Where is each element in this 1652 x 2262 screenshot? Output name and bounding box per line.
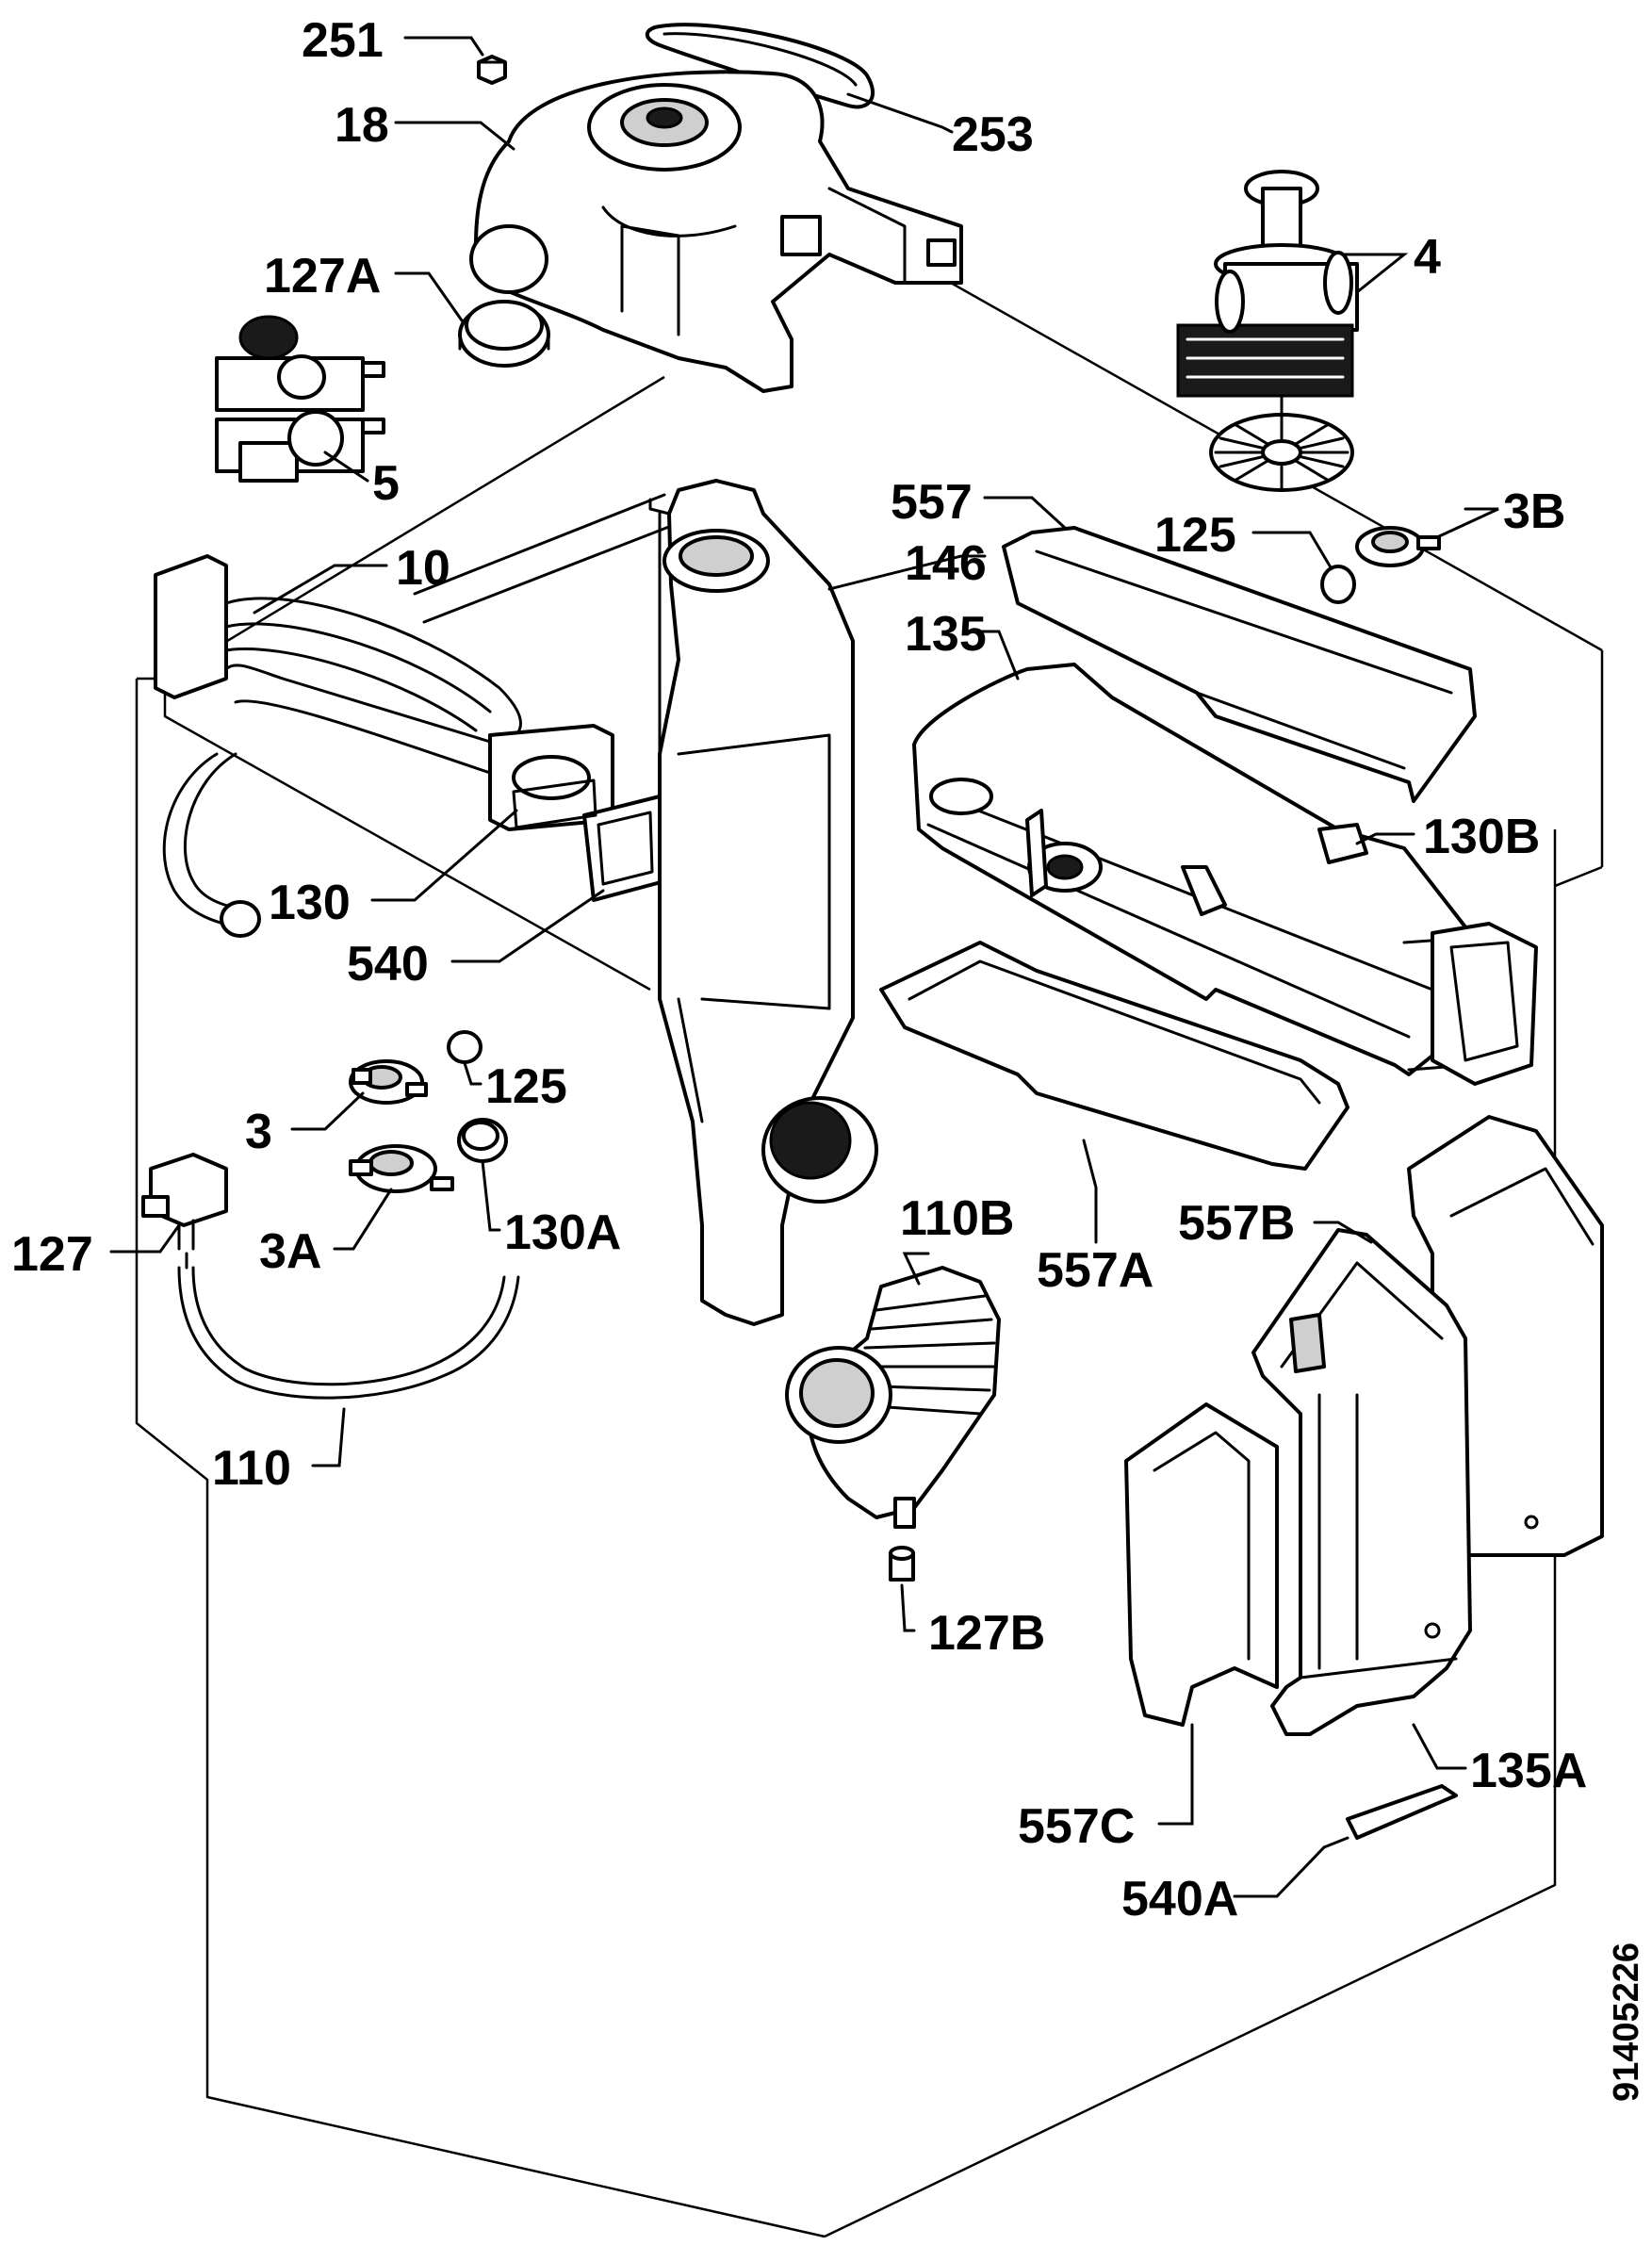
- callout-130B: 130B: [1423, 810, 1540, 864]
- callout-125-mid: 125: [485, 1059, 567, 1114]
- part-110-hose: [177, 1266, 520, 1400]
- part-125-oring-mid: [447, 1030, 483, 1064]
- callout-3B: 3B: [1503, 484, 1565, 539]
- part-557-gasket: [1002, 526, 1477, 803]
- callout-127A: 127A: [264, 249, 381, 303]
- part-4-pump-motor: [1176, 170, 1359, 492]
- part-3B-thermostat: [1355, 526, 1441, 567]
- callout-557B: 557B: [1178, 1196, 1295, 1251]
- callout-135: 135: [905, 607, 987, 662]
- part-540A-gasket: [1322, 1784, 1458, 1849]
- callout-253: 253: [952, 107, 1034, 162]
- callout-5: 5: [372, 456, 400, 511]
- part-557C-gasket: [1124, 1402, 1279, 1727]
- part-146-central-duct: [648, 479, 878, 1326]
- part-130A-grommet: [457, 1118, 508, 1163]
- part-253-belt: [645, 23, 875, 109]
- part-251-nut: [477, 55, 507, 85]
- part-130-gasket: [512, 779, 597, 829]
- part-125-oring-top: [1320, 565, 1356, 604]
- leader-lines: [109, 36, 1499, 1898]
- callout-540A: 540A: [1121, 1872, 1238, 1926]
- callout-557A: 557A: [1037, 1243, 1153, 1298]
- part-127-level-switch: [141, 1153, 228, 1270]
- part-18-fan-housing: [469, 70, 963, 393]
- pump-impeller: [1209, 413, 1354, 492]
- callout-110: 110: [212, 1441, 291, 1496]
- part-130B-gasket: [1431, 922, 1538, 1086]
- callout-127: 127: [11, 1227, 93, 1282]
- part-3A-thermostat: [349, 1144, 454, 1193]
- callout-251: 251: [302, 13, 384, 68]
- part-110B-bellows: [785, 1266, 1001, 1529]
- document-number: 91405226: [1607, 1942, 1646, 2102]
- callout-3A: 3A: [259, 1224, 321, 1279]
- part-3-thermostat: [349, 1059, 428, 1105]
- callout-130A: 130A: [504, 1205, 621, 1260]
- callout-127B: 127B: [928, 1606, 1045, 1661]
- part-5-water-valve: [215, 315, 385, 483]
- part-127B-fitting: [889, 1546, 915, 1582]
- part-557A-gasket: [879, 941, 1349, 1171]
- callout-4: 4: [1414, 230, 1441, 285]
- callout-18: 18: [335, 98, 389, 153]
- part-135A-lower-duct: [1251, 1228, 1472, 1736]
- callout-125-top: 125: [1154, 508, 1236, 563]
- callout-146: 146: [905, 536, 987, 591]
- callout-557: 557: [891, 475, 973, 530]
- callout-557C: 557C: [1018, 1799, 1135, 1854]
- callout-110B: 110B: [900, 1191, 1014, 1246]
- part-127A-ring: [458, 300, 550, 368]
- callout-10: 10: [396, 541, 450, 596]
- callout-540: 540: [347, 937, 429, 992]
- callout-3: 3: [245, 1105, 272, 1159]
- callout-130: 130: [269, 876, 351, 930]
- part-135-air-duct: [912, 663, 1472, 1076]
- callout-labels: 251 18 253 127A 4 5 557 125 3B 10 146 13…: [11, 13, 1587, 1926]
- callout-135A: 135A: [1470, 1744, 1587, 1798]
